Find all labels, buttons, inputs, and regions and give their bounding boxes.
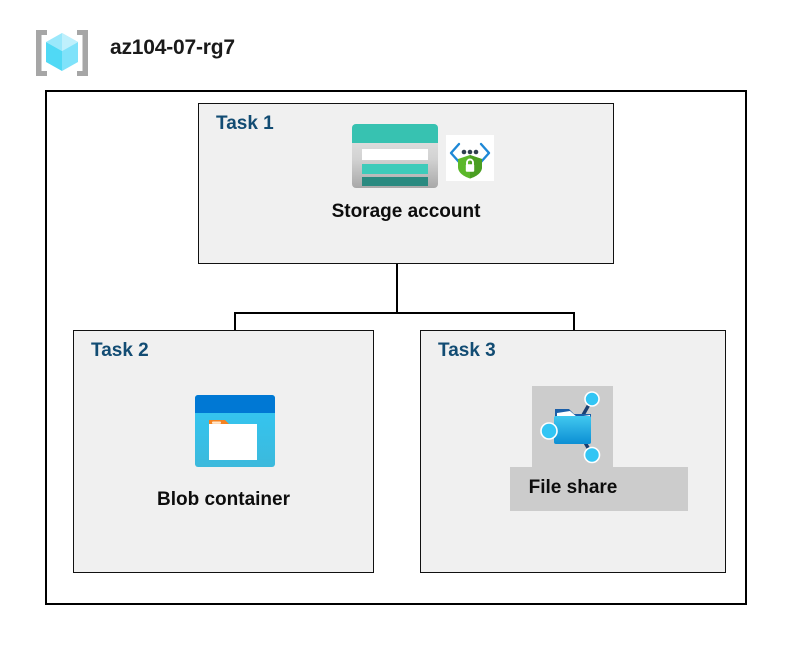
connector-horizontal-bus xyxy=(234,312,575,314)
security-shield-icon[interactable] xyxy=(446,135,494,181)
resource-group-header: az104-07-rg7 xyxy=(30,26,390,76)
task-3-label: Task 3 xyxy=(438,340,496,361)
connector-storage-stem xyxy=(396,218,398,314)
resource-group-title: az104-07-rg7 xyxy=(110,36,235,59)
blob-container-label: Blob container xyxy=(156,489,290,510)
task-1-label: Task 1 xyxy=(216,113,274,134)
storage-account-icon[interactable] xyxy=(350,122,440,190)
file-share-label-highlight xyxy=(510,467,688,511)
blob-container-icon[interactable] xyxy=(192,390,278,474)
resource-group-icon xyxy=(33,28,91,78)
file-share-label: File share xyxy=(528,477,618,498)
storage-account-label: Storage account xyxy=(331,201,481,222)
task-2-label: Task 2 xyxy=(91,340,149,361)
file-share-icon[interactable] xyxy=(533,387,613,467)
